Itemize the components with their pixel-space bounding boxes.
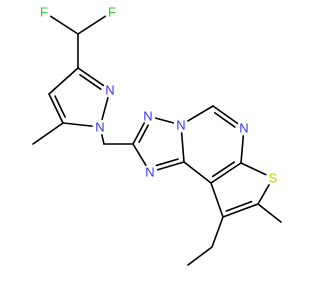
bond-Cq-Cr-second-line [211, 161, 236, 178]
bond-Cq-Cr [210, 162, 242, 184]
atom-n-Tn1: N [141, 109, 155, 124]
bond-Cs-Me7 [257, 203, 282, 223]
bond-Tc2-Tn1-second-line [138, 124, 149, 144]
atom-n-Tn3: N [143, 165, 157, 180]
atom-label: N [145, 165, 154, 180]
bond-Cp-Np [212, 105, 239, 125]
atom-label: F [108, 5, 116, 20]
bond-Ca-Na [180, 132, 185, 163]
bond-Tn1-Na [154, 117, 175, 124]
bond-Pc3-Pn2-second-line [79, 73, 102, 90]
atom-n-Na: N [174, 118, 188, 133]
atom-s-S: S [266, 171, 280, 186]
bond-Pc4-Pc5-second-line [54, 95, 66, 118]
bond-Pc4-Pc5 [48, 93, 64, 124]
bond-Cs-Ct [222, 203, 259, 218]
bond-F1-Cf [49, 15, 79, 35]
atom-label: F [40, 5, 48, 20]
bond-Cq-S [240, 162, 267, 176]
bond-F2-Cf [77, 15, 107, 35]
bond-Pc3-Pc4 [48, 67, 79, 95]
molecule-svg: F F N N N N N N S [32, 5, 282, 266]
bond-Pc5-Pn1 [62, 122, 93, 127]
bond-Cp-Np-second-line [213, 111, 236, 128]
atom-n-Pn1: N [93, 120, 107, 135]
bond-Cr-Ca [183, 161, 212, 184]
atom-label: N [239, 121, 248, 136]
bond-Pn1-Pn2 [101, 96, 109, 121]
bond-Tn3-Ca-second-line [155, 158, 179, 167]
atom-n-Pn2: N [103, 83, 117, 98]
atom-f-F1: F [37, 5, 51, 20]
bond-Ct-Cr [210, 182, 224, 218]
bond-Ct-Et1 [211, 216, 224, 248]
bond-Na-Cp [187, 105, 214, 122]
bond-S-Cs [257, 184, 270, 205]
atoms-layer: F F N N N N N N S [37, 5, 280, 186]
atom-label: N [143, 109, 152, 124]
atom-f-F2: F [105, 5, 119, 20]
bond-Et1-Et2 [187, 246, 213, 266]
atom-label: N [176, 118, 185, 133]
atom-label: N [95, 120, 104, 135]
bond-Tn3-Ca [156, 161, 185, 171]
bond-Pc3-Pn2 [77, 67, 105, 87]
atom-n-Np: N [237, 121, 251, 136]
bond-Pn1-CH2 [101, 133, 105, 145]
bonds-layer [32, 15, 282, 266]
bond-Tc2-Tn1 [132, 122, 146, 145]
bond-Pc5-Me5 [32, 122, 64, 145]
atom-label: N [105, 83, 114, 98]
molecule-structure-diagram: F F N N N N N N S [32, 5, 282, 266]
bond-Np-Cq [240, 135, 245, 164]
bond-Cs-Ct-second-line [225, 200, 253, 212]
bond-Tc2-Tn3 [132, 143, 147, 166]
atom-label: S [269, 171, 278, 186]
